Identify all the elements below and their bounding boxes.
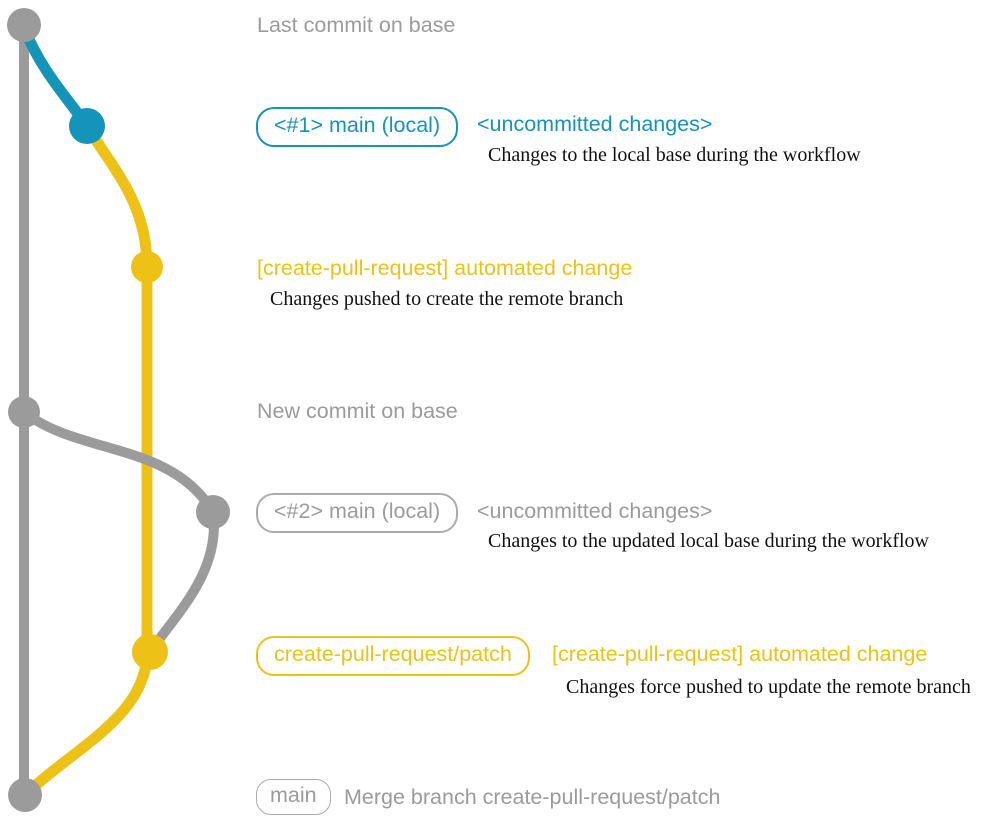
commit-dot-local-main-2 [196,495,230,529]
desc-changes-pushed: Changes pushed to create the remote bran… [270,288,624,310]
commit-graph [7,8,230,812]
desc-changes-force-pushed: Changes force pushed to update the remot… [566,676,971,698]
remote-branch-line [20,120,153,800]
rebase-branch-line-in [145,507,219,657]
label-merge-branch: Merge branch create-pull-request/patch [344,785,721,809]
note-uncommitted-changes-2: <uncommitted changes> [477,499,713,523]
label-automated-change-2: [create-pull-request] automated change [552,642,928,666]
desc-updated-local-base-changes: Changes to the updated local base during… [488,530,929,552]
heading-last-commit-on-base: Last commit on base [257,13,456,37]
commit-dot-automated-change-1 [131,251,163,283]
heading-new-commit-on-base: New commit on base [257,399,458,423]
commit-dot-last-base [7,8,41,42]
rebase-branch-line-out [19,407,218,517]
branch-badge-main: main [256,779,331,815]
branch-badge-create-pull-request-patch: create-pull-request/patch [256,636,530,676]
label-automated-change-1: [create-pull-request] automated change [257,256,633,280]
commit-dot-new-base [8,396,40,428]
branch-badge-main-local-2: <#2> main (local) [256,493,459,533]
commit-dot-local-main-1 [69,108,105,144]
branch-badge-main-local-1: <#1> main (local) [256,107,459,147]
commit-dot-automated-change-2 [132,634,168,670]
desc-local-base-changes: Changes to the local base during the wor… [488,144,861,166]
commit-dot-merge [8,778,42,812]
note-uncommitted-changes-1: <uncommitted changes> [477,112,713,136]
